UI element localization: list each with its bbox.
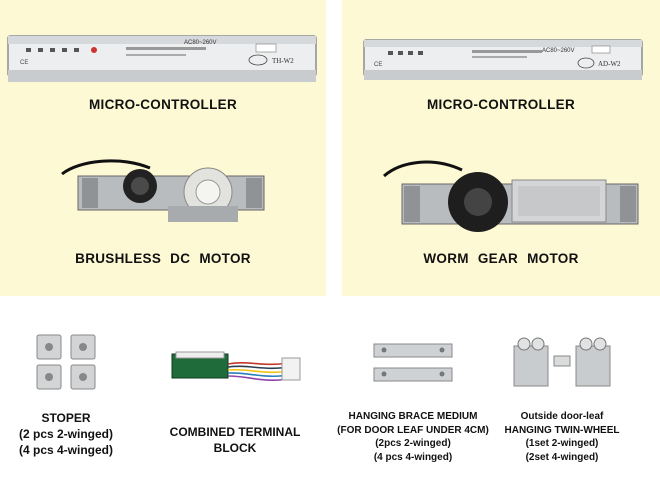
controller-model: AD-W2 <box>598 60 621 68</box>
micro-controller-image: CE AC80~260V TH-W2 <box>7 35 317 82</box>
micro-controller-image: CE AC80~260V AD-W2 <box>363 39 643 80</box>
hanging-twin-wheel-image <box>513 337 611 387</box>
stoper-label: STOPER (2 pcs 2-winged) (4 pcs 4-winged) <box>18 411 113 457</box>
hanging-brace-label: HANGING BRACE MEDIUM (FOR DOOR LEAF UNDE… <box>337 411 489 463</box>
stoper-image <box>36 334 96 390</box>
worm-gear-panel: CE AC80~260V AD-W2 MICRO-CONTROLLER WORM… <box>342 0 660 296</box>
controller-spec: AC80~260V <box>542 48 575 54</box>
combined-terminal-block-image <box>171 351 301 381</box>
micro-controller-label: MICRO-CONTROLLER <box>426 97 576 112</box>
combined-terminal-block-label: COMBINED TERMINAL BLOCK <box>169 425 301 455</box>
worm-gear-motor-label: WORM GEAR MOTOR <box>423 251 579 266</box>
brushless-panel: CE AC80~260V TH-W2 MICRO-CONTROLLER BRUS… <box>0 0 326 296</box>
controller-model: TH-W2 <box>272 57 294 65</box>
worm-gear-motor-image <box>383 160 639 232</box>
brushless-dc-motor-image <box>61 159 265 222</box>
hanging-twin-wheel-label: Outside door-leaf HANGING TWIN-WHEEL (1s… <box>504 411 620 463</box>
brushless-dc-motor-label: BRUSHLESS DC MOTOR <box>75 251 251 266</box>
micro-controller-label: MICRO-CONTROLLER <box>88 97 238 112</box>
svg-text:CE: CE <box>374 62 382 68</box>
controller-spec: AC80~260V <box>184 40 217 46</box>
svg-text:CE: CE <box>20 60 28 66</box>
hanging-brace-image <box>373 343 453 382</box>
